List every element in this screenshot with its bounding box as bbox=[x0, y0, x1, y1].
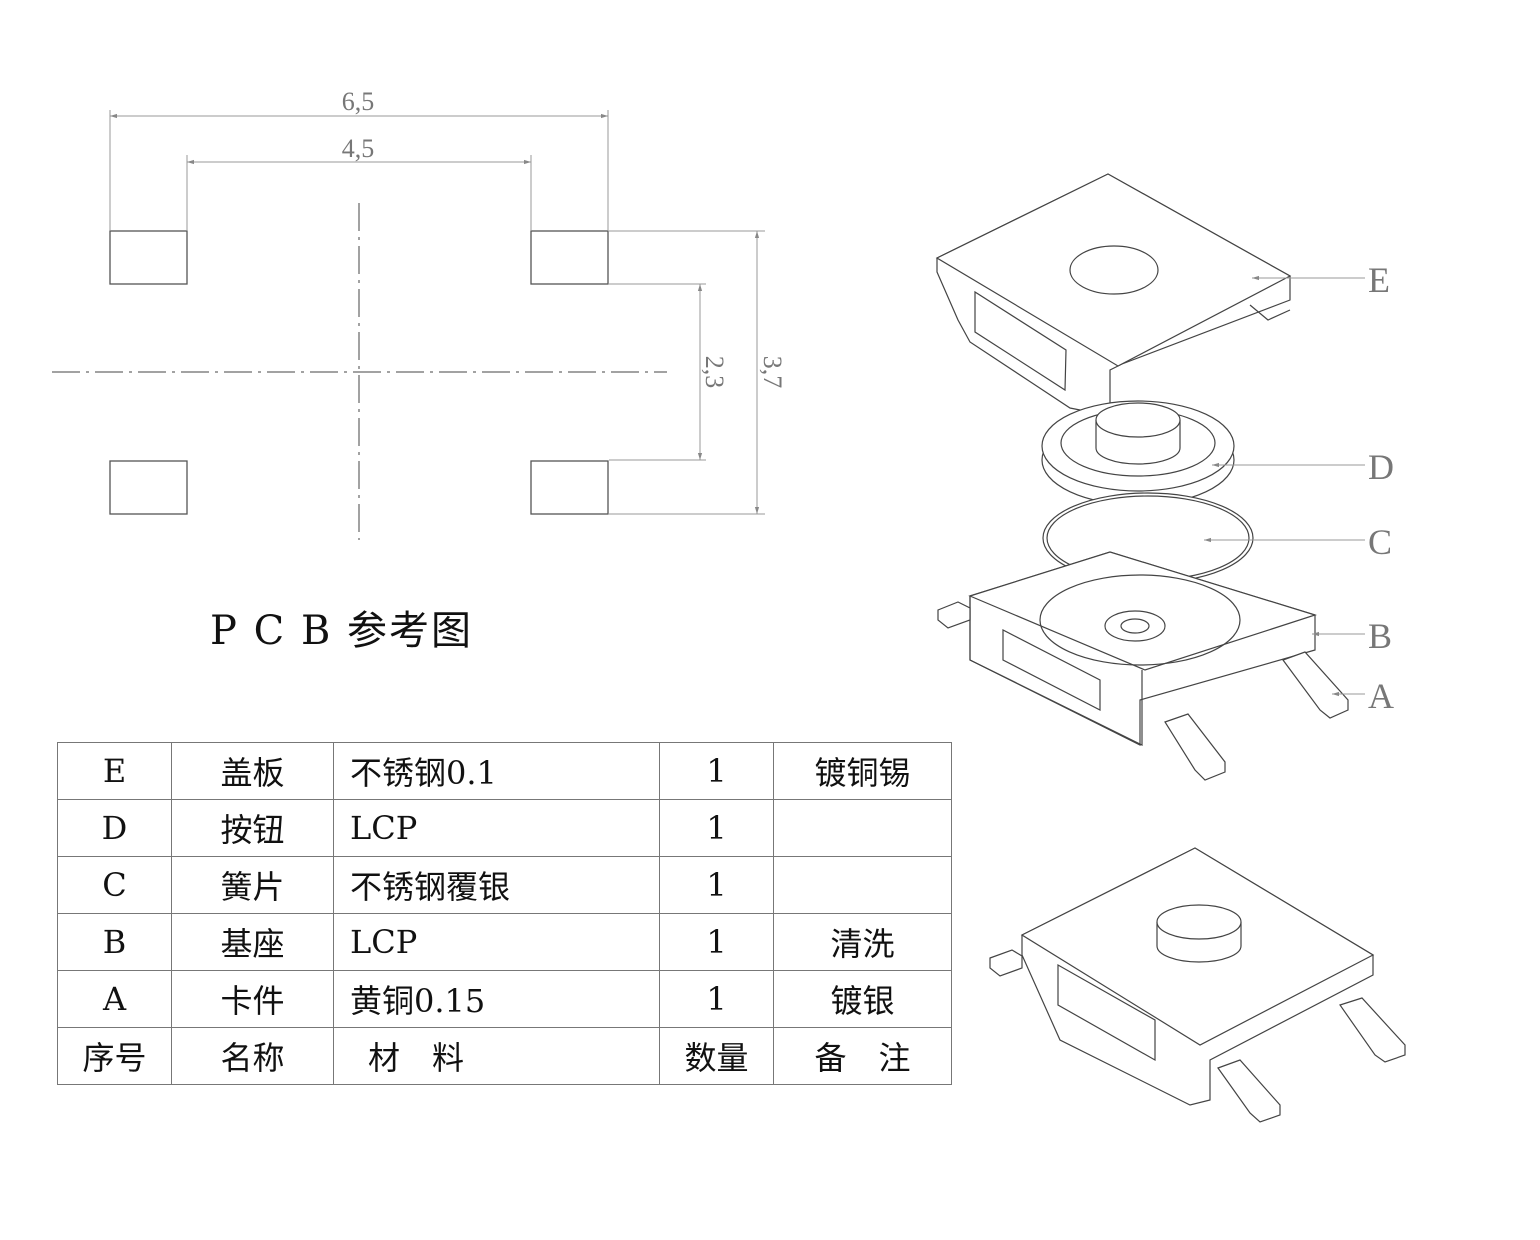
header-qty: 数量 bbox=[659, 1027, 774, 1085]
pad-bottom-left bbox=[109, 460, 188, 515]
cell-name: 卡件 bbox=[171, 970, 334, 1028]
cell-name: 簧片 bbox=[171, 856, 334, 914]
callout-c: C bbox=[1368, 522, 1392, 562]
table-row: D 按钮 LCP 1 bbox=[57, 799, 952, 857]
dim-outer-height: 3,7 bbox=[758, 356, 787, 389]
header-material: 材 料 bbox=[333, 1027, 660, 1085]
dimension-lines bbox=[109, 110, 765, 515]
cell-name: 盖板 bbox=[171, 742, 334, 800]
callout-e: E bbox=[1368, 260, 1390, 300]
cell-name: 基座 bbox=[171, 913, 334, 971]
cell-note: 镀银 bbox=[773, 970, 952, 1028]
callout-b: B bbox=[1368, 616, 1392, 656]
cell-id: E bbox=[57, 742, 172, 800]
part-e-cover bbox=[935, 173, 1292, 413]
bom-table: E 盖板 不锈钢0.1 1 镀铜锡 D 按钮 LCP 1 C 簧片 不锈钢覆银 … bbox=[57, 742, 952, 1085]
cell-material: LCP bbox=[333, 799, 660, 857]
header-name: 名称 bbox=[171, 1027, 334, 1085]
pad-bottom-right bbox=[530, 460, 609, 515]
table-row: C 簧片 不锈钢覆银 1 bbox=[57, 856, 952, 914]
cell-material: 不锈钢0.1 bbox=[333, 742, 660, 800]
cell-material: 不锈钢覆银 bbox=[333, 856, 660, 914]
cell-qty: 1 bbox=[659, 856, 774, 914]
cell-note: 镀铜锡 bbox=[773, 742, 952, 800]
cell-note: 清洗 bbox=[773, 913, 952, 971]
callout-leaders bbox=[1204, 275, 1365, 697]
assembled-switch bbox=[989, 847, 1406, 1123]
cell-qty: 1 bbox=[659, 913, 774, 971]
center-lines bbox=[52, 203, 667, 540]
dim-outer-width: 6,5 bbox=[342, 87, 375, 116]
dim-inner-height: 2,3 bbox=[700, 356, 729, 389]
pad-top-left bbox=[109, 230, 188, 285]
cell-qty: 1 bbox=[659, 799, 774, 857]
pcb-reference-title: P C B 参考图 bbox=[210, 608, 474, 654]
cell-id: B bbox=[57, 913, 172, 971]
table-row: B 基座 LCP 1 清洗 bbox=[57, 913, 952, 971]
cell-note bbox=[773, 856, 952, 914]
cell-material: 黄铜0.15 bbox=[333, 970, 660, 1028]
part-b-base bbox=[937, 551, 1349, 781]
cell-material: LCP bbox=[333, 913, 660, 971]
pad-top-right bbox=[530, 230, 609, 285]
table-header-row: 序号 名称 材 料 数量 备 注 bbox=[57, 1027, 952, 1085]
header-id: 序号 bbox=[57, 1027, 172, 1085]
callout-a: A bbox=[1368, 676, 1394, 716]
table-row: E 盖板 不锈钢0.1 1 镀铜锡 bbox=[57, 742, 952, 800]
cell-name: 按钮 bbox=[171, 799, 334, 857]
cell-id: D bbox=[57, 799, 172, 857]
cell-note bbox=[773, 799, 952, 857]
cell-qty: 1 bbox=[659, 970, 774, 1028]
callout-d: D bbox=[1368, 447, 1394, 487]
table-row: A 卡件 黄铜0.15 1 镀银 bbox=[57, 970, 952, 1028]
cell-qty: 1 bbox=[659, 742, 774, 800]
header-note: 备 注 bbox=[773, 1027, 952, 1085]
cell-id: C bbox=[57, 856, 172, 914]
dim-inner-width: 4,5 bbox=[342, 134, 375, 163]
pcb-footprint bbox=[109, 230, 609, 515]
cell-id: A bbox=[57, 970, 172, 1028]
part-d-button bbox=[1041, 400, 1235, 506]
